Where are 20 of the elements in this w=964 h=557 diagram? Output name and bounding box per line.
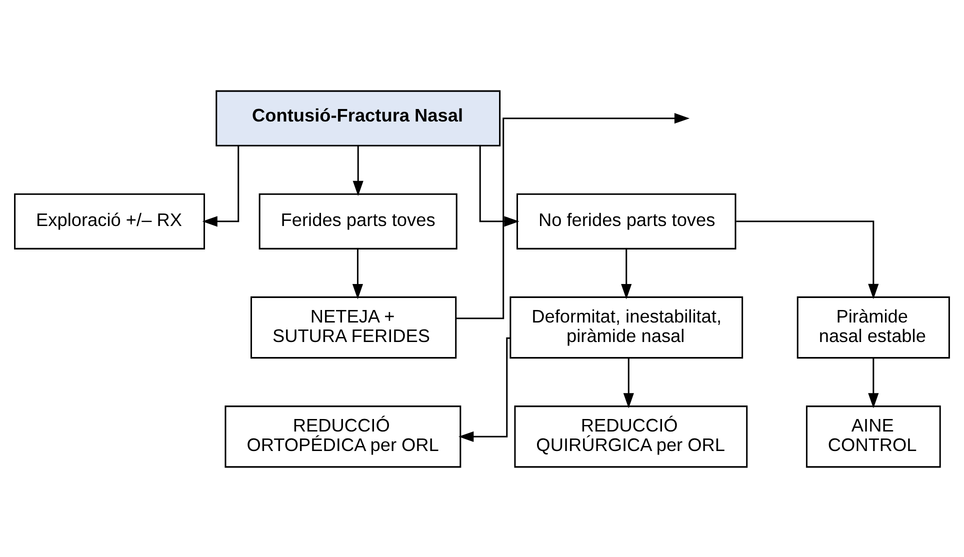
arrow — [202, 145, 240, 226]
arrow — [352, 248, 364, 299]
arrow — [868, 357, 879, 408]
node-box: AINE CONTROL — [806, 405, 941, 468]
node-box: NETEJA + SUTURA FERIDES — [250, 296, 457, 358]
node-box: Ferides parts toves — [258, 192, 458, 249]
node-box: No ferides parts toves — [516, 192, 736, 249]
node-box: Contusió-Fractura Nasal — [216, 90, 501, 146]
arrow — [458, 336, 510, 442]
node-box: Exploració +/– RX — [14, 192, 206, 249]
arrow — [479, 145, 520, 226]
arrow — [736, 220, 879, 299]
node-box: Piràmide nasal estable — [796, 296, 950, 358]
arrow — [352, 145, 364, 196]
arrow — [456, 112, 690, 319]
arrow — [623, 357, 634, 408]
node-box: Deformitat, inestabilitat, piràmide nasal — [510, 296, 744, 358]
node-box: REDUCCIÓ ORTOPÉDICA per ORL — [224, 405, 462, 468]
node-box: REDUCCIÓ QUIRÚRGICA per ORL — [514, 405, 748, 468]
arrow — [621, 248, 632, 299]
